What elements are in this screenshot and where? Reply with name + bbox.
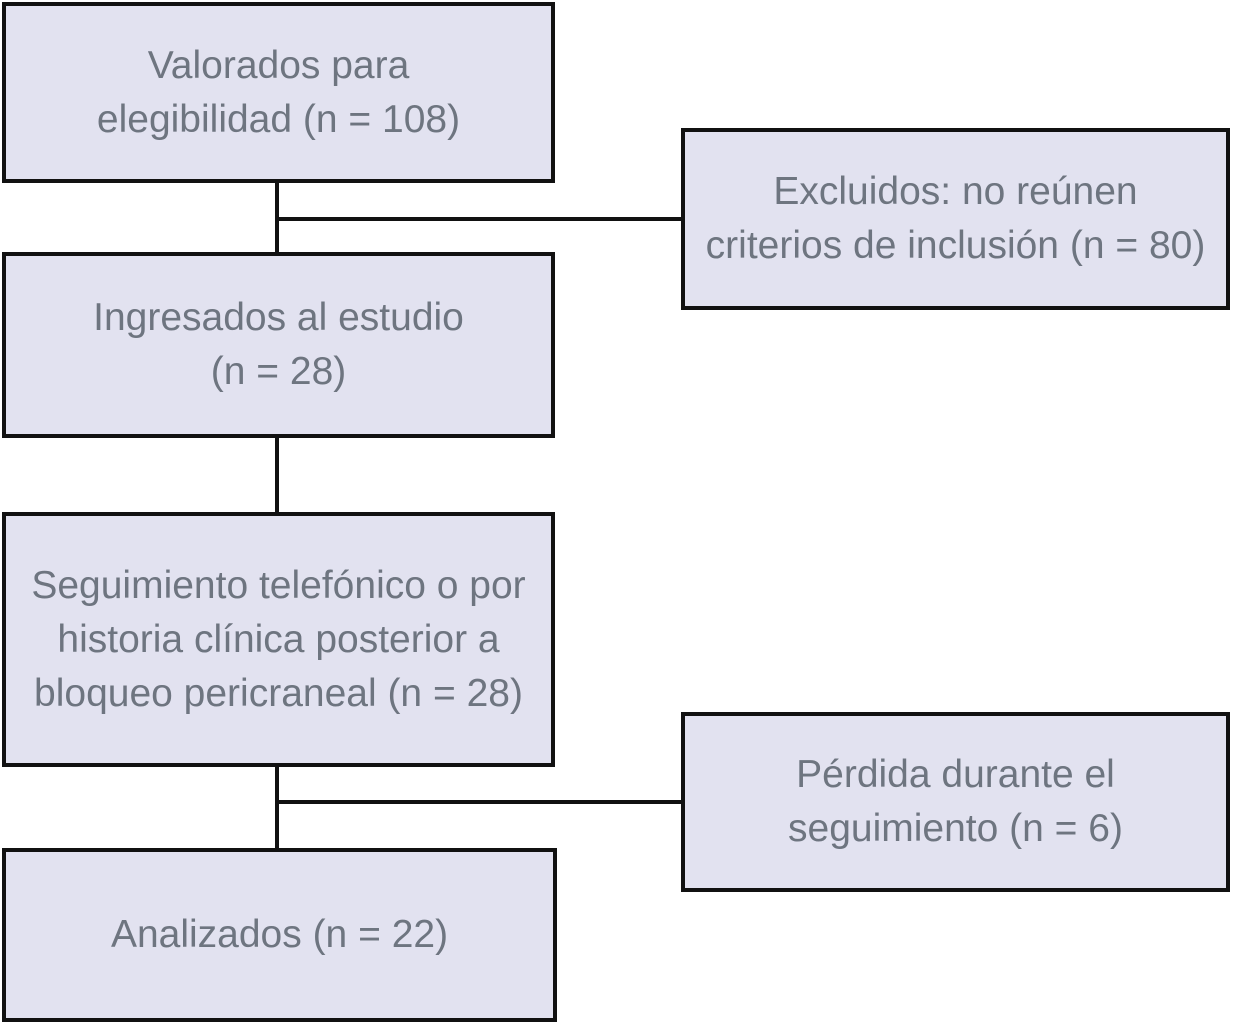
box-eligibility-line-2: elegibilidad (n = 108) bbox=[96, 97, 461, 141]
box-followup-line-1: Seguimiento telefónico o por bbox=[31, 563, 526, 607]
box-analyzed-line-1: Analizados (n = 22) bbox=[110, 913, 449, 956]
box-lost-line-1: Pérdida durante el bbox=[796, 753, 1115, 796]
box-eligibility-line-1: Valorados para bbox=[147, 43, 410, 87]
box-excluded-line-2: criterios de inclusión (n = 80) bbox=[705, 224, 1206, 267]
box-eligibility: Valorados para elegibilidad (n = 108) bbox=[2, 2, 555, 183]
box-excluded-line-1: Excluidos: no reúnen bbox=[773, 170, 1138, 213]
box-lost-line-2: seguimiento (n = 6) bbox=[788, 807, 1123, 850]
connector-followup-to-analyzed bbox=[275, 767, 279, 848]
box-enrolled-line-2: (n = 28) bbox=[210, 350, 347, 393]
box-followup-line-3: bloqueo pericraneal (n = 28) bbox=[34, 671, 523, 715]
connector-enrolled-to-followup bbox=[275, 438, 279, 512]
box-enrolled: Ingresados al estudio (n = 28) bbox=[2, 252, 555, 438]
box-analyzed: Analizados (n = 22) bbox=[2, 848, 557, 1022]
box-excluded: Excluidos: no reúnen criterios de inclus… bbox=[681, 128, 1230, 310]
box-lost-to-followup: Pérdida durante el seguimiento (n = 6) bbox=[681, 712, 1230, 892]
box-followup: Seguimiento telefónico o por historia cl… bbox=[2, 512, 555, 767]
box-followup-line-2: historia clínica posterior a bbox=[57, 617, 500, 661]
connector-branch-to-excluded bbox=[277, 217, 681, 221]
box-enrolled-line-1: Ingresados al estudio bbox=[93, 296, 464, 339]
connector-branch-to-lost bbox=[277, 800, 681, 804]
